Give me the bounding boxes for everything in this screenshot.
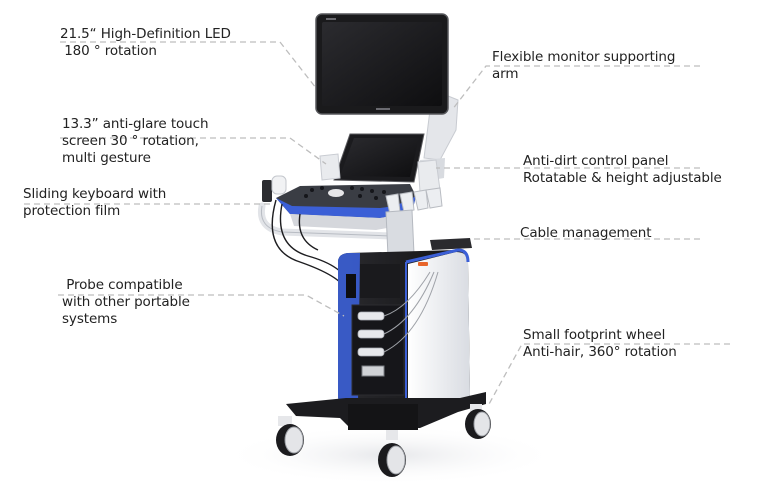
control-panel (276, 184, 416, 230)
callout-probe: Probe compatible with other portable sys… (62, 277, 190, 328)
monitor (315, 13, 449, 115)
touch-screen (333, 133, 425, 183)
leader-wheel (487, 343, 730, 407)
callout-monitor-line-2: 180 ° rotation (60, 43, 157, 59)
callout-monitor-arm-line-1: Flexible monitor supporting (492, 49, 676, 65)
callout-keyboard-line-2: protection film (23, 203, 121, 219)
callout-monitor: 21.5“ High-Definition LED 180 ° rotation (60, 26, 231, 60)
callout-control-panel-line-1: Anti-dirt control panel (523, 153, 669, 169)
callout-cable: Cable management (520, 225, 652, 242)
cable-hook (430, 238, 472, 250)
callout-wheel: Small footprint wheel Anti-hair, 360° ro… (523, 327, 677, 361)
callout-touch-screen-line-1: 13.3” anti-glare touch (62, 116, 209, 132)
leader-probe (58, 294, 345, 317)
callout-control-panel: Anti-dirt control panel Rotatable & heig… (523, 153, 722, 187)
callout-wheel-line-2: Anti-hair, 360° rotation (523, 344, 677, 360)
callout-cable-line-1: Cable management (520, 225, 652, 241)
cart-body (338, 248, 470, 404)
leader-monitor-arm (451, 65, 700, 111)
callout-probe-line-2: with other portable (62, 294, 190, 310)
leader-touch-screen (60, 137, 327, 165)
callout-control-panel-line-2: Rotatable & height adjustable (523, 170, 722, 186)
callout-touch-screen-line-2: screen 30 ° rotation, (62, 133, 199, 149)
callout-monitor-arm: Flexible monitor supporting arm (492, 49, 675, 83)
caster-wheels (276, 404, 491, 477)
callout-keyboard: Sliding keyboard with protection film (23, 186, 166, 220)
callout-keyboard-line-1: Sliding keyboard with (23, 186, 167, 202)
probe-holders (262, 175, 443, 215)
callout-touch-screen-line-3: multi gesture (62, 150, 151, 166)
callout-monitor-line-1: 21.5“ High-Definition LED (60, 26, 231, 42)
callout-probe-line-1: Probe compatible (62, 277, 183, 293)
callout-wheel-line-1: Small footprint wheel (523, 327, 666, 343)
cart-base (286, 392, 486, 430)
callout-probe-line-3: systems (62, 311, 118, 327)
leader-lines (24, 41, 730, 407)
leader-monitor (60, 41, 317, 89)
callout-monitor-arm-line-2: arm (492, 66, 519, 82)
callout-touch-screen: 13.3” anti-glare touch screen 30 ° rotat… (62, 116, 209, 167)
